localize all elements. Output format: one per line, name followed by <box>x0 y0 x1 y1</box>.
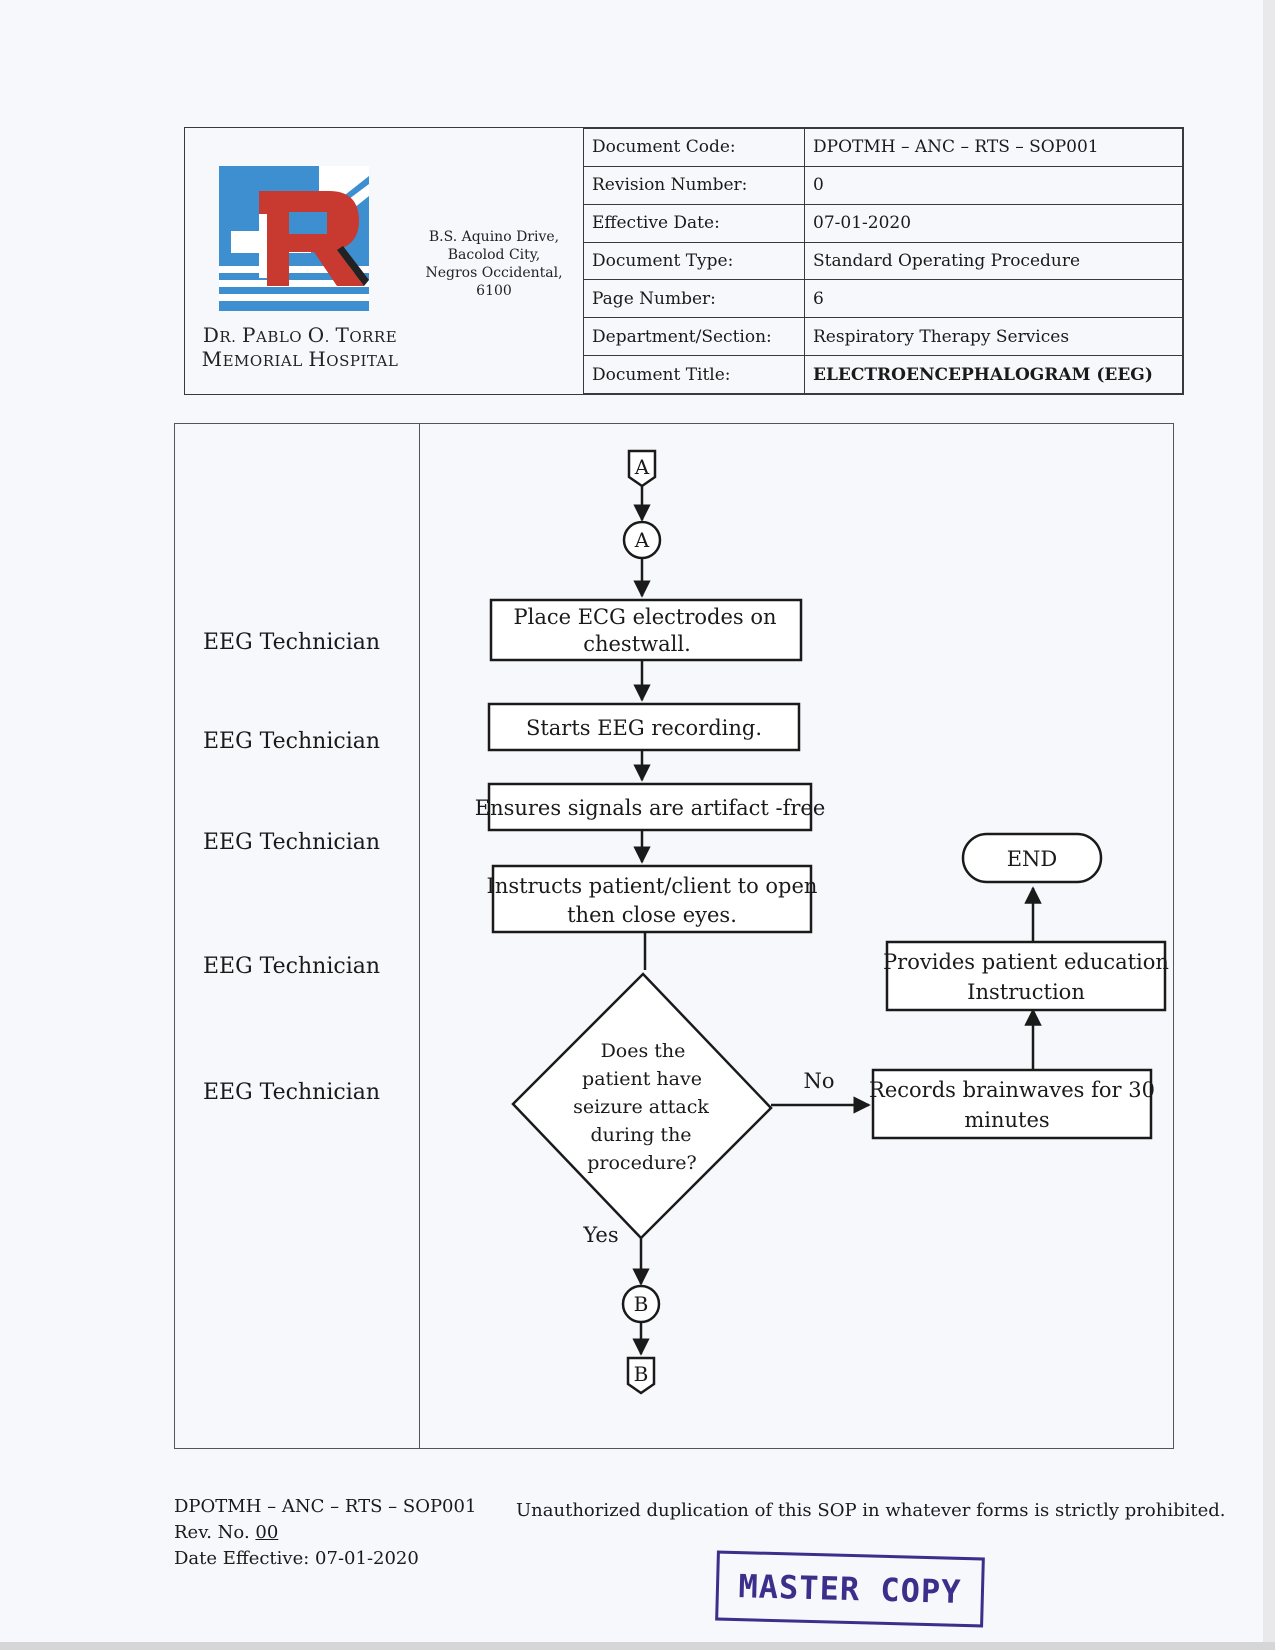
connector-bottom: B <box>621 1284 661 1324</box>
offpage-bottom-label: B <box>634 1362 649 1386</box>
document-header: DR. PABLO O. TORRE MEMORIAL HOSPITAL B.S… <box>184 127 1184 395</box>
decision-seizure-attack: Does the patient have seizure attack dur… <box>511 972 773 1240</box>
table-row: Page Number: 6 <box>583 279 1183 319</box>
info-label: Document Code: <box>583 128 805 167</box>
info-label: Revision Number: <box>583 165 805 205</box>
table-row: Document Type: Standard Operating Proced… <box>583 241 1183 281</box>
table-row: Effective Date: 07-01-2020 <box>583 203 1183 243</box>
footer-date: Date Effective: 07-01-2020 <box>174 1548 419 1569</box>
process-step-artifact-free: Ensures signals are artifact -free <box>475 782 826 832</box>
no-label: No <box>803 1069 834 1093</box>
footer-revision: Rev. No. 00 <box>174 1522 279 1543</box>
offpage-connector-bottom: B <box>626 1356 656 1395</box>
footer-revision-value: 00 <box>255 1522 279 1543</box>
connector-bottom-label: B <box>634 1292 649 1316</box>
role-label: EEG Technician <box>203 630 381 655</box>
svg-text:Records brainwaves for 30: Records brainwaves for 30 <box>869 1078 1155 1102</box>
svg-text:chestwall.: chestwall. <box>583 632 691 656</box>
info-value: 0 <box>804 165 1183 205</box>
svg-text:procedure?: procedure? <box>587 1152 696 1174</box>
table-row: Department/Section: Respiratory Therapy … <box>583 317 1183 357</box>
svg-text:then close eyes.: then close eyes. <box>567 903 737 927</box>
flowchart-frame: EEG Technician EEG Technician EEG Techni… <box>174 423 1174 1449</box>
svg-text:Instruction: Instruction <box>967 980 1085 1004</box>
table-row: Document Code: DPOTMH – ANC – RTS – SOP0… <box>583 128 1183 167</box>
flowchart: A A Place ECG electrodes on chestwall. S… <box>475 449 1169 1395</box>
hospital-name-line2: MEMORIAL HOSPITAL <box>201 347 399 371</box>
role-label: EEG Technician <box>203 830 381 855</box>
master-copy-stamp: MASTER COPY <box>715 1550 985 1628</box>
role-label: EEG Technician <box>203 729 381 754</box>
svg-text:Provides patient education: Provides patient education <box>883 950 1169 974</box>
info-label: Document Type: <box>583 241 805 281</box>
process-step-record-brainwaves: Records brainwaves for 30 minutes <box>869 1068 1155 1140</box>
hospital-logo-icon <box>219 166 369 311</box>
footer-notice: Unauthorized duplication of this SOP in … <box>516 1500 1226 1521</box>
footer-date-value: 07-01-2020 <box>315 1548 419 1569</box>
table-row: Revision Number: 0 <box>583 165 1183 205</box>
svg-text:Place ECG electrodes on: Place ECG electrodes on <box>513 605 776 629</box>
footer-code: DPOTMH – ANC – RTS – SOP001 <box>174 1496 477 1517</box>
info-value: Standard Operating Procedure <box>804 241 1183 281</box>
info-label: Effective Date: <box>583 203 805 243</box>
svg-text:seizure attack: seizure attack <box>573 1096 709 1118</box>
document-info-table: Document Code: DPOTMH – ANC – RTS – SOP0… <box>583 128 1183 394</box>
hospital-logo-cell: DR. PABLO O. TORRE MEMORIAL HOSPITAL B.S… <box>185 128 584 394</box>
yes-label: Yes <box>582 1223 618 1247</box>
info-label: Department/Section: <box>583 317 805 357</box>
page-edge <box>1263 0 1275 1650</box>
svg-text:during the: during the <box>590 1124 691 1146</box>
stamp-text: MASTER COPY <box>738 1567 962 1611</box>
process-step-place-electrodes: Place ECG electrodes on chestwall. <box>489 598 803 662</box>
hospital-name-line1: DR. PABLO O. TORRE <box>202 323 398 347</box>
info-label: Document Title: <box>583 355 805 394</box>
process-step-start-recording: Starts EEG recording. <box>487 702 801 752</box>
offpage-connector-top: A <box>627 449 657 488</box>
table-row: Document Title: ELECTROENCEPHALOGRAM (EE… <box>583 355 1183 394</box>
info-value: DPOTMH – ANC – RTS – SOP001 <box>804 128 1183 167</box>
connector-top: A <box>622 520 662 560</box>
info-value: 07-01-2020 <box>804 203 1183 243</box>
terminator-end: END <box>961 832 1103 884</box>
info-value: 6 <box>804 279 1183 319</box>
process-step-patient-education: Provides patient education Instruction <box>883 940 1169 1012</box>
process-step-open-close-eyes: Instructs patient/client to open then cl… <box>487 864 818 934</box>
svg-text:Instructs patient/client to op: Instructs patient/client to open <box>487 874 818 898</box>
svg-text:Starts EEG recording.: Starts EEG recording. <box>526 716 762 740</box>
offpage-top-label: A <box>634 455 650 479</box>
footer-document-info: DPOTMH – ANC – RTS – SOP001 Rev. No. 00 … <box>174 1494 476 1572</box>
page-bottom-edge <box>0 1642 1275 1650</box>
svg-text:Ensures signals are artifact -: Ensures signals are artifact -free <box>475 796 826 820</box>
svg-text:Does the: Does the <box>601 1040 686 1062</box>
role-label: EEG Technician <box>203 1080 381 1105</box>
role-column-divider <box>419 424 420 1448</box>
role-label: EEG Technician <box>203 954 381 979</box>
hospital-address: B.S. Aquino Drive, Bacolod City, Negros … <box>425 229 563 299</box>
document-title-value: ELECTROENCEPHALOGRAM (EEG) <box>804 355 1183 394</box>
info-label: Page Number: <box>583 279 805 319</box>
svg-text:patient have: patient have <box>582 1068 702 1090</box>
info-value: Respiratory Therapy Services <box>804 317 1183 357</box>
svg-text:minutes: minutes <box>964 1108 1049 1132</box>
connector-top-label: A <box>634 528 650 552</box>
svg-text:END: END <box>1007 847 1058 871</box>
